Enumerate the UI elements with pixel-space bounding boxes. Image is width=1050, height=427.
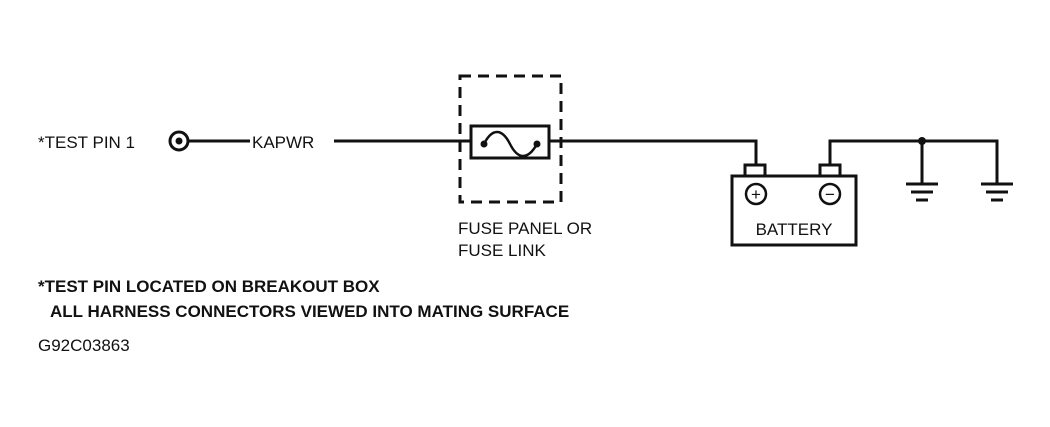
junction-dot [918, 137, 926, 145]
negative-terminal-icon [818, 182, 842, 206]
ground-icon [906, 182, 938, 202]
note-line-1: *TEST PIN LOCATED ON BREAKOUT BOX [38, 277, 380, 296]
fuse-panel-outline [458, 74, 563, 204]
kapwr-wire-label: KAPWR [252, 133, 314, 152]
note-line-2: ALL HARNESS CONNECTORS VIEWED INTO MATIN… [50, 302, 569, 321]
battery-positive-post [743, 163, 767, 178]
fuse-panel-label-line1: FUSE PANEL OR [458, 219, 592, 238]
ground-icon [981, 182, 1013, 202]
figure-id: G92C03863 [38, 336, 130, 355]
wire-fuse-to-battery [549, 139, 758, 165]
battery-label: BATTERY [756, 220, 833, 239]
positive-sign: + [751, 185, 761, 204]
positive-terminal-icon [744, 182, 768, 206]
wire-battery-to-ground [828, 139, 999, 184]
battery: + − BATTERY [730, 163, 858, 247]
test-pin-terminal [168, 130, 190, 152]
test-pin-label: *TEST PIN 1 [38, 133, 135, 152]
negative-sign: − [825, 185, 835, 204]
battery-negative-post [818, 163, 842, 178]
fuse-symbol [469, 124, 551, 160]
fuse-panel-label-line2: FUSE LINK [458, 241, 547, 260]
